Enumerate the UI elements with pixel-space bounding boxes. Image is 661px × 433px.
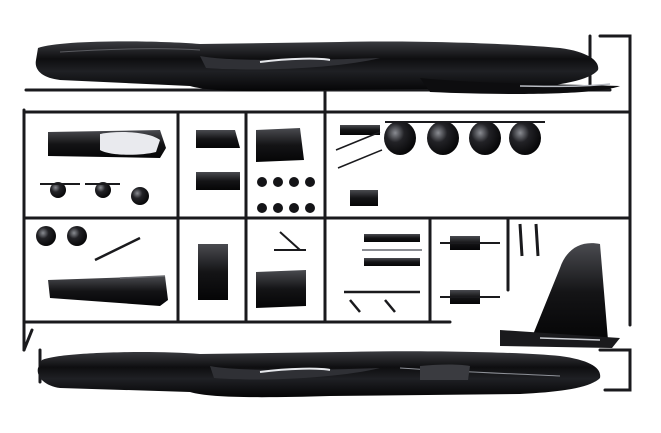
engine-nacelle-parts [384,121,541,155]
right-middle-parts [334,125,540,324]
left-column-parts [36,130,168,306]
upper-fuselage-part [35,41,620,94]
lower-fuselage-part [37,351,601,398]
tail-fin-part [500,243,620,348]
middle-column-parts [196,128,320,324]
